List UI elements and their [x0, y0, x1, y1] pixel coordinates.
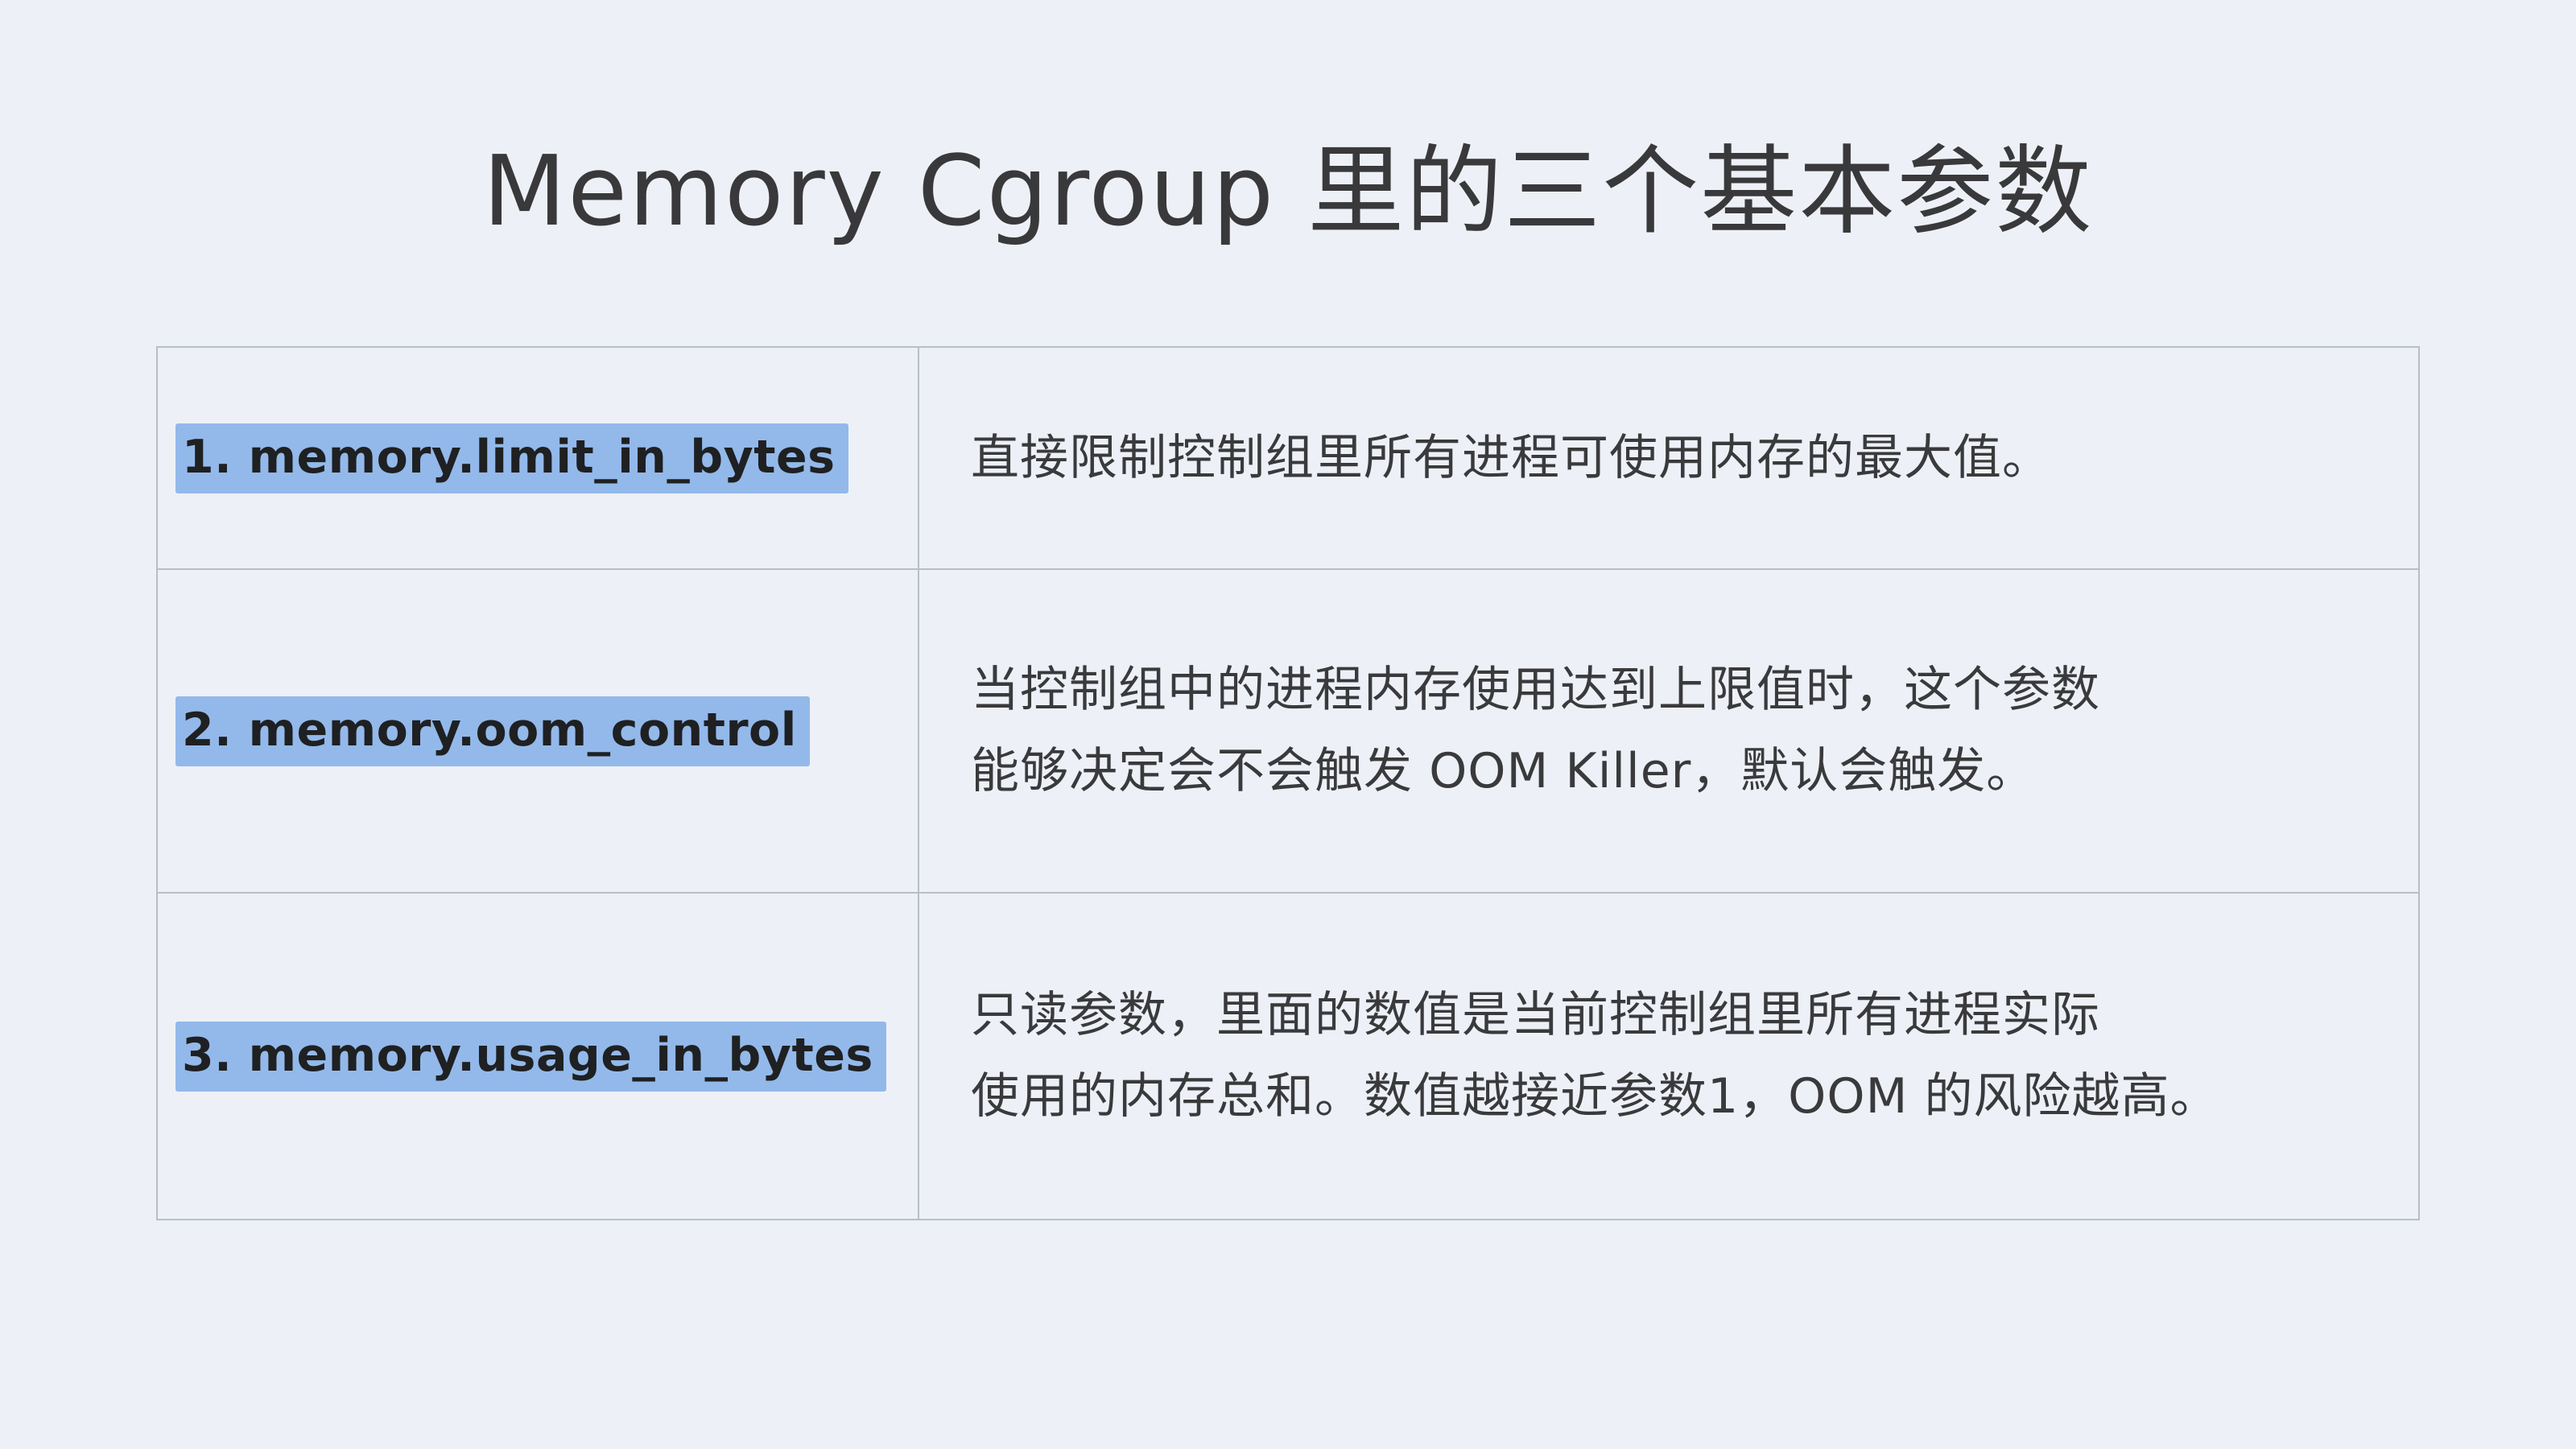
table-row: 1. memory.limit_in_bytes 直接限制控制组里所有进程可使用…	[158, 348, 2418, 570]
term-cell: 1. memory.limit_in_bytes	[158, 348, 919, 568]
desc-cell: 只读参数，里面的数值是当前控制组里所有进程实际 使用的内存总和。数值越接近参数1…	[919, 894, 2418, 1219]
term-highlight: 1. memory.limit_in_bytes	[175, 423, 848, 493]
term-highlight: 2. memory.oom_control	[175, 696, 810, 766]
term-cell: 2. memory.oom_control	[158, 570, 919, 892]
term-description: 当控制组中的进程内存使用达到上限值时，这个参数 能够决定会不会触发 OOM Ki…	[971, 662, 2100, 799]
term-description: 只读参数，里面的数值是当前控制组里所有进程实际 使用的内存总和。数值越接近参数1…	[971, 987, 2219, 1125]
page-title: Memory Cgroup 里的三个基本参数	[482, 136, 2094, 248]
desc-cell: 直接限制控制组里所有进程可使用内存的最大值。	[919, 348, 2418, 568]
term-highlight: 3. memory.usage_in_bytes	[175, 1021, 886, 1092]
term-description: 直接限制控制组里所有进程可使用内存的最大值。	[971, 429, 2051, 486]
parameters-table: 1. memory.limit_in_bytes 直接限制控制组里所有进程可使用…	[156, 346, 2420, 1220]
term-cell: 3. memory.usage_in_bytes	[158, 894, 919, 1219]
table-row: 3. memory.usage_in_bytes 只读参数，里面的数值是当前控制…	[158, 894, 2418, 1219]
desc-cell: 当控制组中的进程内存使用达到上限值时，这个参数 能够决定会不会触发 OOM Ki…	[919, 570, 2418, 892]
table-row: 2. memory.oom_control 当控制组中的进程内存使用达到上限值时…	[158, 570, 2418, 894]
